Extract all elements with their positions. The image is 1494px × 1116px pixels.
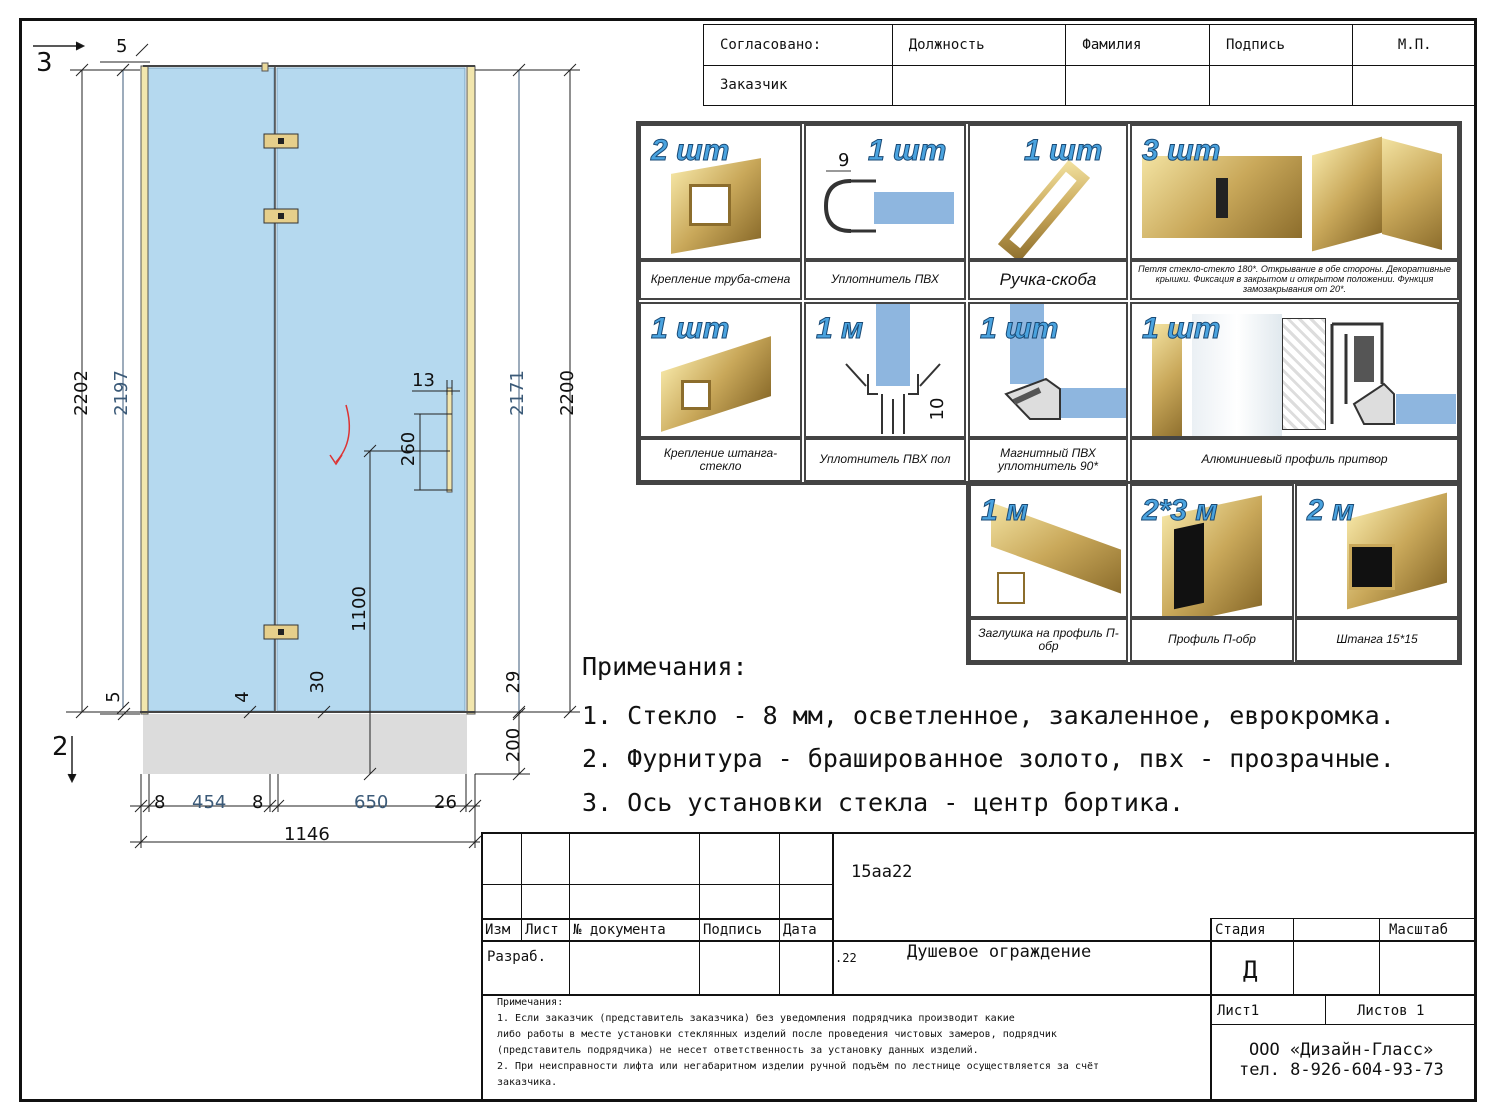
glass-panel-fixed [146, 67, 275, 712]
dim-8-left: 8 [154, 792, 166, 813]
approval-customer: Заказчик [703, 64, 893, 106]
col-izm: Изм [485, 922, 511, 938]
stage-value: Д [1243, 956, 1258, 984]
caption-magnetic-seal: Магнитный ПВХ уплотнитель 90* [968, 438, 1128, 482]
dim-1100: 1100 [349, 586, 370, 632]
view-label-2: 2 [52, 732, 69, 762]
remarks-title: Примечания: [497, 997, 564, 1008]
note-1: 1. Стекло - 8 мм, осветленное, закаленно… [582, 701, 1395, 730]
hinge-icon [263, 133, 299, 149]
acc-handle: 1 шт [968, 124, 1128, 260]
dim-8-mid: 8 [252, 792, 264, 813]
approval-position: Должность [891, 24, 1067, 66]
accessories-grid: 2 шт 9 1 шт 1 шт 3 шт Крепление труба-ст… [636, 121, 1462, 665]
notes-title: Примечания: [582, 652, 748, 681]
approval-stamp: М.П. [1352, 24, 1477, 66]
acc-floor-seal: 10 1 м [804, 302, 966, 438]
acc-hinge: 3 шт [1130, 124, 1459, 260]
caption-tube-wall-mount: Крепление труба-стена [639, 260, 802, 300]
acc-rod-glass-mount: 1 шт [639, 302, 802, 438]
col-sign: Подпись [703, 922, 763, 938]
acc-rod: 2 м [1295, 484, 1459, 618]
dim-2200: 2200 [557, 370, 578, 416]
caption-hinge: Петля стекло-стекло 180*. Открывание в о… [1130, 260, 1459, 300]
handle [446, 387, 453, 493]
col-date: Дата [783, 922, 817, 938]
curb [143, 714, 467, 774]
company-phone: тел. 8-926-604-93-73 [1239, 1060, 1444, 1080]
col-doc-no: № документа [573, 922, 666, 938]
dim-2197: 2197 [111, 370, 132, 416]
approval-surname: Фамилия [1065, 24, 1210, 66]
dim-2171: 2171 [507, 370, 528, 416]
acc-tube-wall-mount: 2 шт [639, 124, 802, 260]
col-list: Лист [525, 922, 559, 938]
acc-pvc-seal: 9 1 шт [804, 124, 966, 260]
caption-rod-glass-mount: Крепление штанга-стекло [639, 438, 802, 482]
caption-rod: Штанга 15*15 [1295, 618, 1459, 662]
remark-line-2: либо работы в месте установки стеклянных… [497, 1029, 1057, 1040]
caption-handle: Ручка-скоба [968, 260, 1128, 300]
date-value: .22 [835, 951, 857, 965]
dim-200: 200 [503, 727, 524, 763]
remark-line-5: заказчика. [497, 1077, 558, 1088]
hinge-icon [263, 208, 299, 224]
dim-29: 29 [503, 670, 524, 694]
dim-30: 30 [307, 670, 328, 694]
acc-u-profile: 2*3 м [1130, 484, 1294, 618]
dim-2202: 2202 [71, 370, 92, 416]
dim-1146: 1146 [284, 824, 330, 845]
dim-4: 4 [232, 691, 253, 703]
caption-floor-seal: Уплотнитель ПВХ пол [804, 438, 966, 482]
hinge-icon [263, 624, 299, 640]
caption-u-profile: Профиль П-обр [1130, 618, 1294, 662]
dim-454: 454 [192, 792, 227, 813]
acc-aluminium-profile: 1 шт [1130, 302, 1459, 438]
view-label-3: 3 [36, 48, 53, 78]
title-block: 15аа22 Изм Лист № документа Подпись Дата… [481, 832, 1477, 1102]
approval-table: Согласовано: Должность Фамилия Подпись М… [703, 24, 1477, 106]
scale-label: Масштаб [1389, 922, 1449, 938]
stage-label: Стадия [1215, 922, 1266, 938]
doc-name: Душевое ограждение [907, 942, 1092, 962]
caption-pvc-seal: Уплотнитель ПВХ [804, 260, 966, 300]
glass-panel-door [276, 67, 466, 712]
approval-agreed: Согласовано: [703, 24, 893, 66]
dim-13: 13 [412, 370, 435, 391]
doc-code: 15аа22 [851, 862, 913, 882]
dim-260: 260 [398, 431, 419, 467]
remark-line-4: 2. При неисправности лифта или негабарит… [497, 1061, 1100, 1072]
caption-end-cap: Заглушка на профиль П-обр [969, 618, 1128, 662]
approval-signature: Подпись [1208, 24, 1354, 66]
sheet-number: Лист1 [1217, 1003, 1260, 1019]
company-name: ООО «Дизайн-Гласс» [1249, 1040, 1434, 1060]
dim-5-top: 5 [116, 36, 128, 57]
dim-26: 26 [434, 792, 457, 813]
developed-label: Разраб. [487, 949, 547, 965]
dim-650: 650 [354, 792, 389, 813]
sheets-total: Листов 1 [1357, 1003, 1425, 1019]
acc-end-cap: 1 м [969, 484, 1128, 618]
u-profile-right [466, 65, 476, 715]
shower-elevation-drawing [33, 41, 580, 849]
note-2: 2. Фурнитура - брашированное золото, пвх… [582, 744, 1395, 773]
acc-magnetic-seal: 1 шт [968, 302, 1128, 438]
u-profile-left [140, 65, 149, 715]
dim-5-bottom: 5 [103, 691, 124, 703]
caption-aluminium-profile: Алюминиевый профиль притвор [1130, 438, 1459, 482]
note-3: 3. Ось установки стекла - центр бортика. [582, 788, 1185, 817]
remark-line-3: (представитель подрядчика) не несет отве… [497, 1045, 979, 1056]
remark-line-1: 1. Если заказчик (представитель заказчик… [497, 1013, 1015, 1024]
